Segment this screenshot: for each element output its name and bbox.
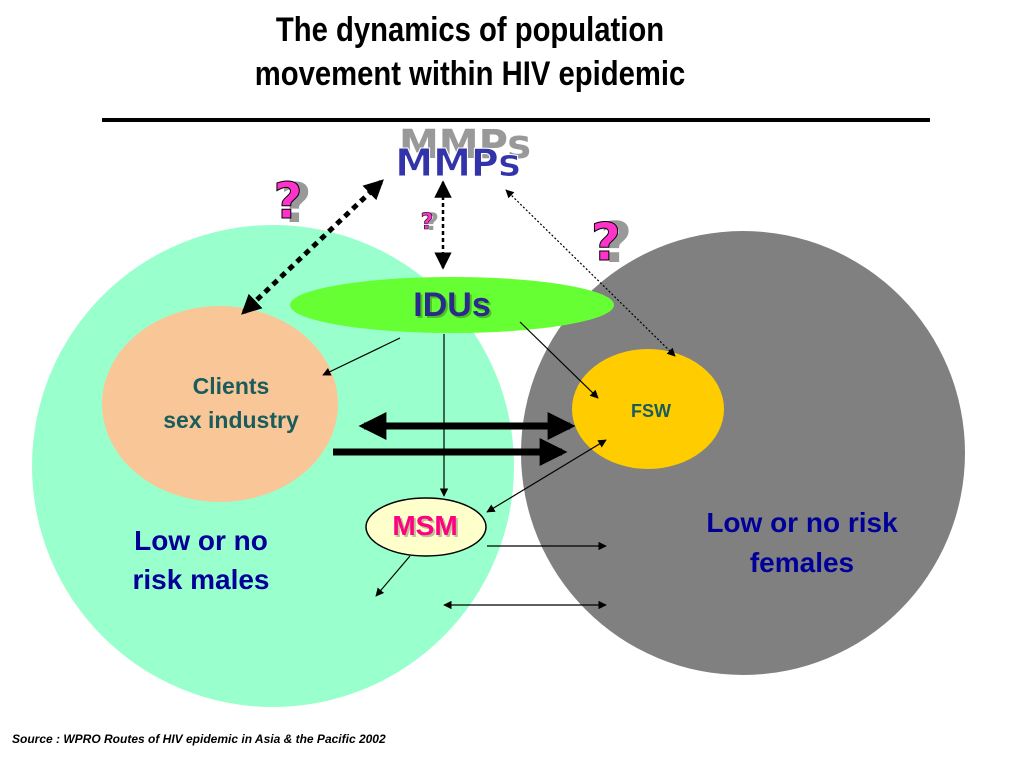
fsw-node bbox=[572, 349, 724, 469]
arrow-mmps-clients bbox=[241, 179, 384, 315]
msm-node bbox=[365, 497, 487, 557]
arrow-msm-to-males bbox=[375, 555, 411, 597]
males-label-line1: Low or no bbox=[134, 525, 268, 556]
idus-label-shadow: IDUs bbox=[415, 288, 492, 326]
source-note: Source : WPRO Routes of HIV epidemic in … bbox=[12, 732, 386, 746]
question-shadow-center: ? bbox=[425, 208, 439, 236]
question-mark-left: ? bbox=[273, 172, 302, 230]
clients-node bbox=[102, 306, 338, 502]
msm-label-shadow: MSM bbox=[394, 512, 459, 543]
clients-label-line1: Clients bbox=[193, 373, 270, 399]
msm-label: MSM bbox=[392, 510, 457, 541]
clients-label-line2: sex industry bbox=[163, 407, 299, 433]
arrow-mmps-fsw bbox=[505, 189, 676, 357]
males-label-line2: risk males bbox=[133, 564, 270, 595]
females-label-line1: Low or no risk bbox=[706, 507, 898, 538]
title-line2: movement within HIV epidemic bbox=[254, 55, 686, 93]
page-title: The dynamics of population movement with… bbox=[212, 8, 728, 96]
question-mark-right: ? bbox=[591, 213, 621, 273]
mmps-shadow: MMPs bbox=[399, 122, 531, 168]
mmps-label: MMPs bbox=[395, 141, 520, 185]
question-shadow-right: ? bbox=[600, 211, 632, 276]
arrow-msm-fsw bbox=[486, 439, 607, 513]
question-shadow-left: ? bbox=[280, 172, 311, 235]
fsw-label: FSW bbox=[631, 401, 671, 421]
females-label-line2: females bbox=[750, 547, 854, 578]
arrow-idus-to-clients bbox=[322, 337, 401, 376]
title-line1: The dynamics of population bbox=[275, 11, 665, 49]
question-mark-center: ? bbox=[421, 210, 434, 235]
idus-label: IDUs bbox=[413, 286, 490, 324]
